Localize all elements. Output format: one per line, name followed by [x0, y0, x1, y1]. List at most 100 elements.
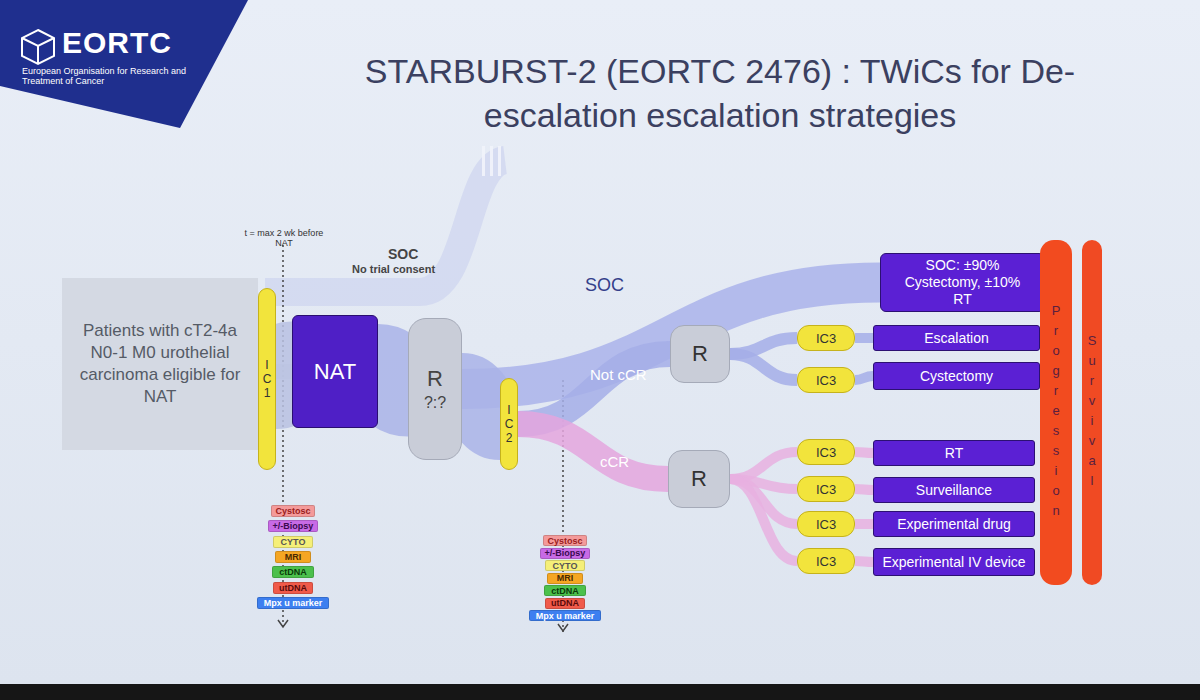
- flow-band: [462, 389, 500, 424]
- no-consent-band: [265, 160, 505, 292]
- flow-band: [730, 479, 797, 561]
- assessment-tag: +/-Biopsy: [268, 520, 318, 532]
- treatment-box: NAT: [292, 315, 378, 428]
- arm-box: Experimental drug: [873, 511, 1035, 537]
- assessment-tag: CYTO: [273, 536, 313, 548]
- flow-label: cCR: [600, 453, 629, 470]
- node-text: NAT: [314, 359, 356, 385]
- assessment-tag: CYTO: [545, 560, 585, 571]
- node-text: Survival: [1085, 333, 1100, 493]
- slide-background: [0, 0, 1200, 684]
- node-text: R: [692, 341, 708, 367]
- node-text: IC3: [816, 517, 836, 532]
- arm-box: RT: [873, 440, 1035, 466]
- arm-box: Escalation: [873, 325, 1040, 351]
- node-text: R: [691, 466, 707, 492]
- node-text: IC3: [816, 482, 836, 497]
- population-box: Patients with cT2-4a N0-1 M0 urothelial …: [62, 278, 258, 450]
- node-text: RT: [945, 445, 963, 461]
- node-text: IC3: [816, 373, 836, 388]
- flow-band: [855, 376, 873, 380]
- node-text: IC2: [502, 403, 516, 445]
- flow-band: [855, 333, 873, 343]
- assessment-tag: MRI: [275, 551, 311, 563]
- logo-subtitle: European Organisation for Research and T…: [22, 66, 212, 87]
- assessment-tag: Mpx u marker: [529, 610, 601, 621]
- flow-band: [730, 354, 797, 380]
- node-text: Patients with cT2-4a N0-1 M0 urothelial …: [72, 320, 248, 408]
- assessment-tag: Cystosc: [543, 535, 587, 546]
- consent-pill: IC3: [797, 439, 855, 465]
- band-stripes: [482, 146, 501, 176]
- flow-label: SOC: [585, 275, 624, 296]
- assessment-tag: utDNA: [273, 582, 313, 594]
- node-text: Progression: [1049, 303, 1064, 523]
- assessment-tag: Mpx u marker: [257, 597, 329, 609]
- node-text: Cystectomy: [920, 368, 993, 384]
- node-text: IC3: [816, 445, 836, 460]
- node-text: CYTO: [553, 561, 578, 571]
- screen-edge: [0, 684, 1200, 700]
- node-text: IC1: [260, 358, 274, 400]
- node-text: Mpx u marker: [264, 598, 323, 608]
- node-text: +/-Biopsy: [273, 521, 314, 531]
- endpoint-bar: Progression: [1040, 240, 1072, 585]
- randomisation-pill: R?:?: [408, 318, 462, 460]
- flow-band: [462, 283, 880, 390]
- assessment-tag: +/-Biopsy: [540, 548, 590, 559]
- slide-title: STARBURST-2 (EORTC 2476) : TWiCs for De-…: [340, 50, 1100, 137]
- outcome-box: SOC: ±90% Cystectomy, ±10% RT: [880, 253, 1045, 312]
- node-text: +/-Biopsy: [545, 548, 586, 558]
- node-text: Mpx u marker: [536, 611, 595, 621]
- flow-band: [378, 372, 408, 390]
- consent-pill: IC3: [797, 548, 855, 574]
- node-text: ctDNA: [279, 567, 307, 577]
- down-chevron: [278, 620, 288, 627]
- assessment-tag: utDNA: [545, 598, 585, 609]
- flow-band: [276, 372, 292, 380]
- consent-bar: IC1: [258, 288, 276, 470]
- endpoint-bar: Survival: [1082, 240, 1102, 585]
- node-text: MRI: [557, 573, 574, 583]
- node-text: utDNA: [279, 583, 307, 593]
- assessment-tag: ctDNA: [544, 585, 586, 596]
- consent-bar: IC2: [500, 378, 518, 470]
- node-text: MRI: [285, 552, 302, 562]
- consent-pill: IC3: [797, 325, 855, 351]
- arm-box: Surveillance: [873, 477, 1035, 503]
- arm-box: Experimental IV device: [873, 548, 1035, 576]
- randomisation-box: R: [668, 450, 730, 508]
- node-text: Experimental drug: [897, 516, 1011, 532]
- down-chevron: [558, 624, 568, 631]
- logo-cube: [22, 30, 54, 64]
- flow-note: SOC: [388, 246, 428, 262]
- consent-pill: IC3: [797, 367, 855, 393]
- node-text: IC3: [816, 554, 836, 569]
- node-text: Cystosc: [547, 536, 582, 546]
- timepoint-note: t = max 2 wk before NAT: [243, 229, 325, 249]
- flow-band: [518, 424, 668, 479]
- logo-wordmark: EORTC: [62, 26, 232, 60]
- randomisation-box: R: [670, 325, 730, 383]
- node-text: utDNA: [551, 598, 579, 608]
- node-text: Cystosc: [275, 506, 310, 516]
- flow-band: [855, 489, 873, 490]
- flow-label: Not cCR: [590, 366, 647, 383]
- assessment-tag: ctDNA: [272, 566, 314, 578]
- logo-banner: [0, 0, 248, 128]
- node-text: ctDNA: [551, 586, 579, 596]
- node-text: Escalation: [924, 330, 989, 346]
- node-text: ?:?: [424, 394, 446, 412]
- arm-box: Cystectomy: [873, 362, 1040, 390]
- consent-pill: IC3: [797, 476, 855, 502]
- consent-pill: IC3: [797, 511, 855, 537]
- node-text: Surveillance: [916, 482, 992, 498]
- node-text: CYTO: [281, 537, 306, 547]
- flow-band: [855, 561, 873, 562]
- flow-band: [855, 519, 873, 529]
- assessment-tag: Cystosc: [271, 505, 315, 517]
- node-text: IC3: [816, 331, 836, 346]
- node-text: R: [427, 366, 443, 392]
- assessment-tag: MRI: [547, 573, 583, 584]
